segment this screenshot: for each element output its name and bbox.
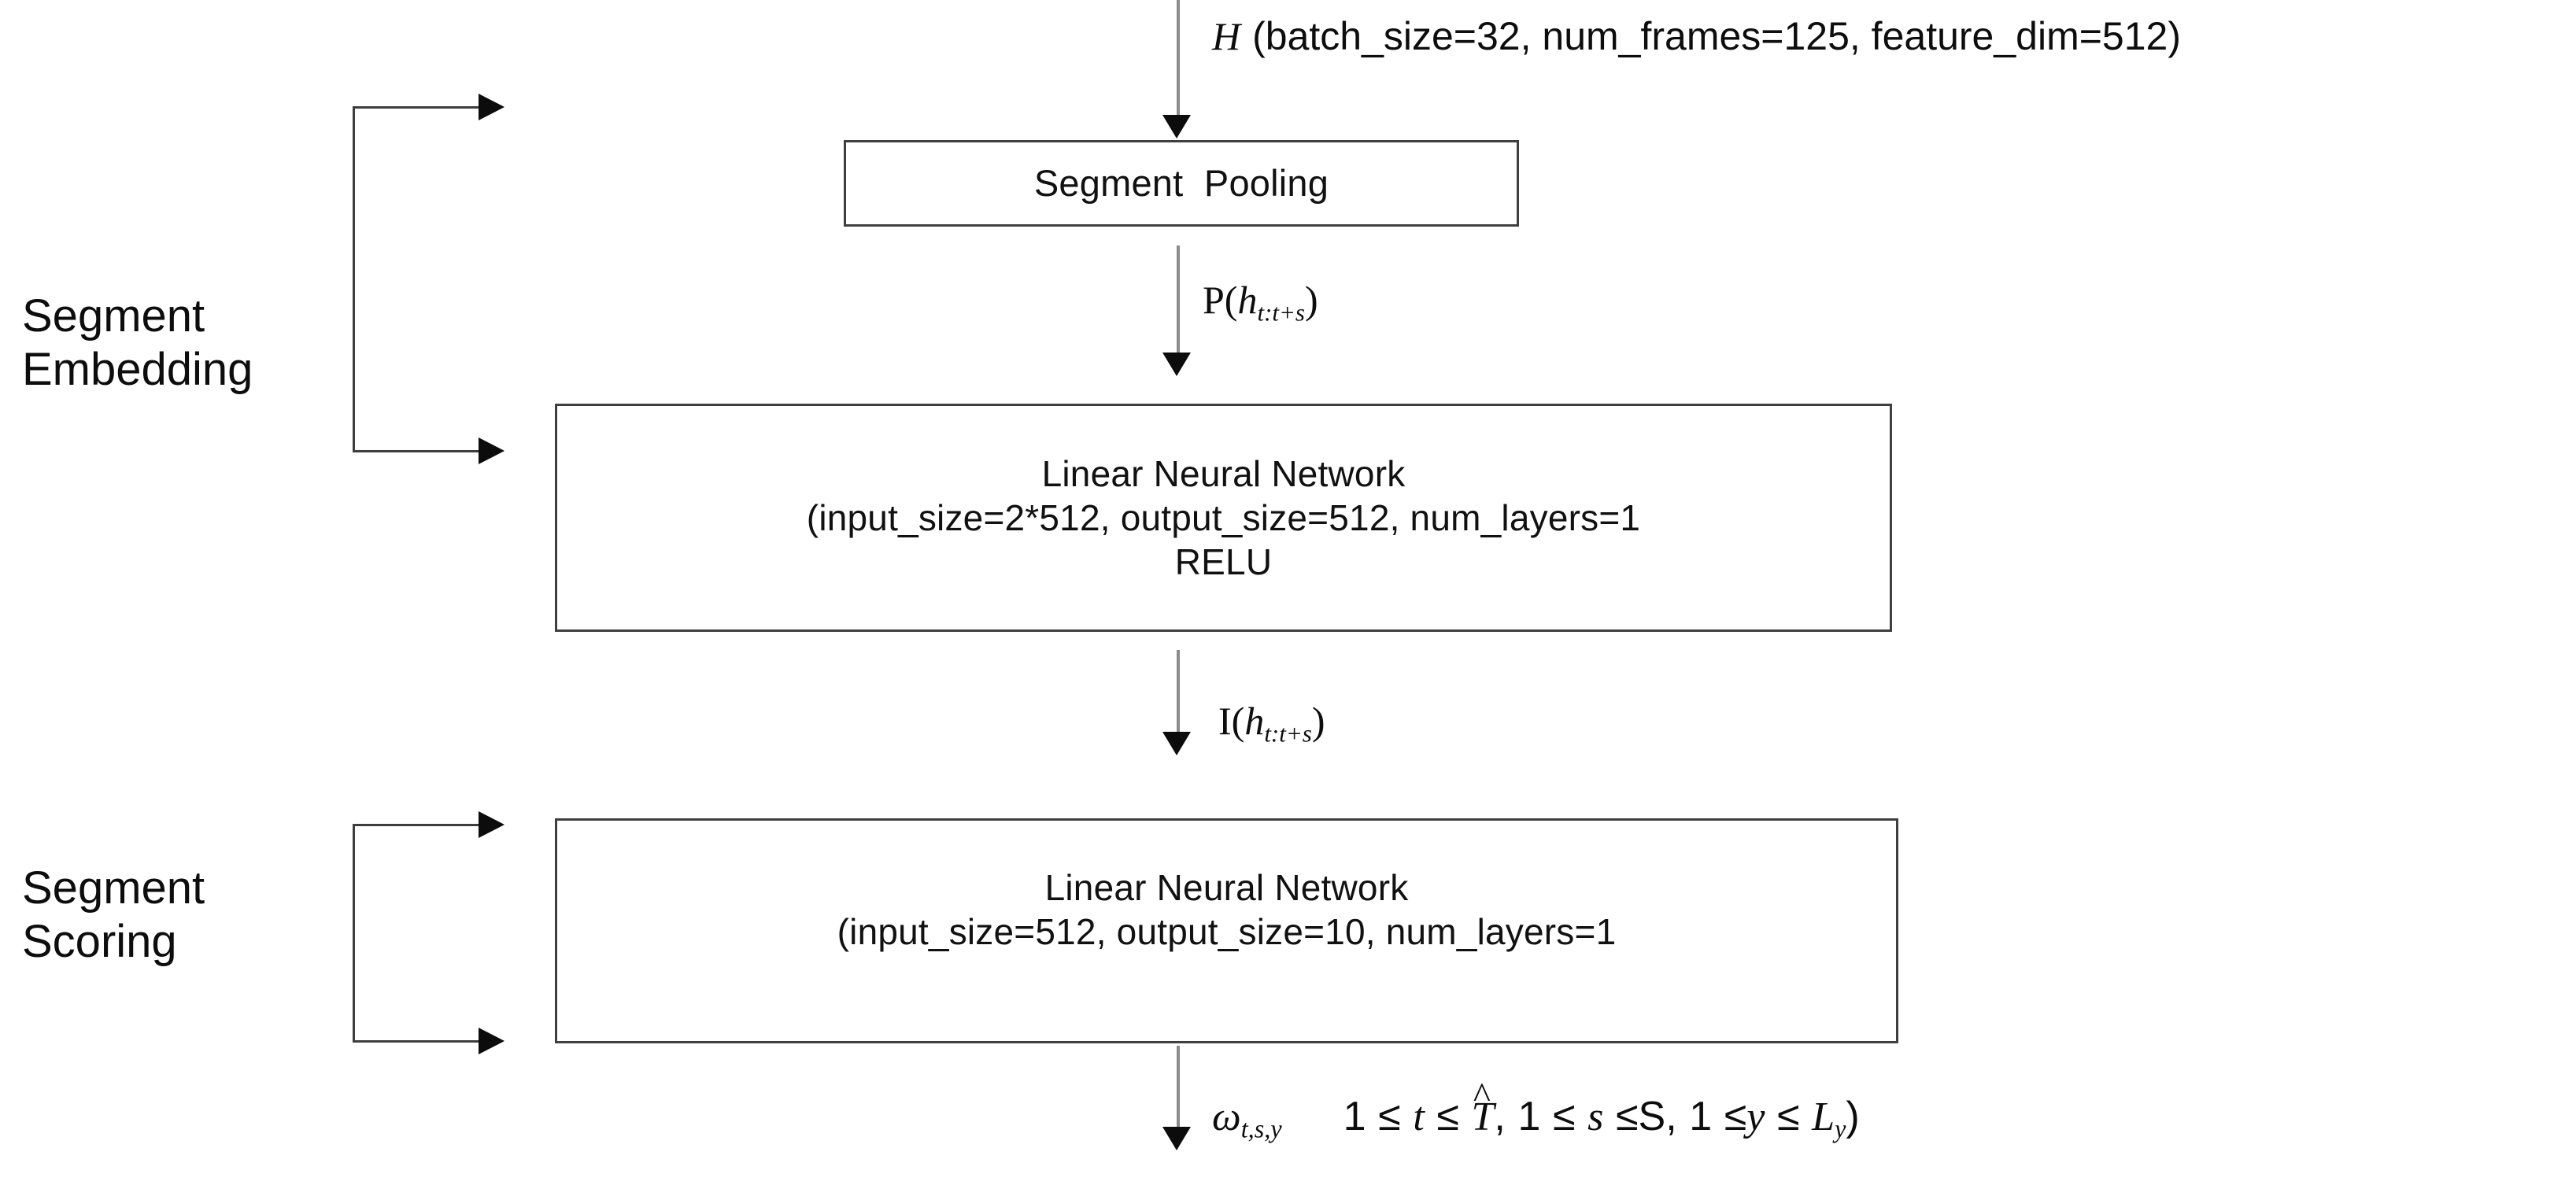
segment-embedding-bracket-vertical	[353, 106, 355, 452]
range-t-one: 1	[1343, 1094, 1366, 1139]
segment-embedding-group-label: Segment Embedding	[22, 290, 253, 397]
segment-embedding-label-line-2: Embedding	[22, 344, 253, 396]
range-y-close-paren: )	[1846, 1094, 1860, 1139]
segment-scoring-bracket-bottom-arm	[353, 1040, 482, 1043]
pooling-output-arrowhead-icon	[1162, 353, 1191, 376]
range-s-var: s	[1587, 1095, 1604, 1139]
lnn-score-params: (input_size=512, output_size=10, num_lay…	[837, 911, 1617, 952]
segment-scoring-bottom-arrowhead-icon	[479, 1028, 504, 1054]
pooling-output-prefix: P(	[1203, 278, 1238, 322]
embedding-output-prefix: I(	[1218, 699, 1245, 743]
omega-symbol: ω	[1212, 1095, 1241, 1139]
range-s-bound: S	[1638, 1094, 1666, 1139]
range-s-le-2: ≤	[1615, 1094, 1639, 1139]
embedding-output-connector-line	[1177, 650, 1180, 746]
segment-embedding-bracket-bottom-arm	[353, 450, 482, 452]
segment-embedding-bracket-top-arm	[353, 106, 482, 109]
scoring-output-label: ωt,s,y1≤t≤T,1≤s≤S,1≤y≤Ly)	[1212, 1095, 1860, 1143]
embedding-output-label: I(ht:t+s)	[1218, 700, 1325, 747]
pooling-output-label: P(ht:t+s)	[1203, 279, 1318, 326]
scoring-output-connector-line	[1177, 1046, 1180, 1140]
lnn-embed-params: (input_size=2*512, output_size=512, num_…	[806, 497, 1641, 538]
input-connector-line	[1177, 0, 1180, 115]
segment-embedding-bottom-arrowhead-icon	[479, 437, 504, 464]
range-t-le-1: ≤	[1378, 1094, 1401, 1139]
embedding-output-suffix: )	[1311, 699, 1325, 743]
embedding-output-var: h	[1244, 699, 1265, 743]
range-y-one: 1	[1689, 1094, 1713, 1139]
segment-scoring-bracket-vertical	[353, 824, 355, 1043]
pooling-output-connector-line	[1177, 245, 1180, 365]
segment-embedding-top-arrowhead-icon	[479, 94, 504, 120]
range-s-le-1: ≤	[1552, 1094, 1576, 1139]
segment-scoring-label-line-2: Scoring	[22, 916, 177, 968]
segment-scoring-group-label: Segment Scoring	[22, 862, 205, 969]
range-s-one: 1	[1517, 1094, 1541, 1139]
range-t-comma: ,	[1494, 1094, 1506, 1139]
segment-scoring-bracket-top-arm	[353, 824, 482, 826]
input-tensor-symbol: H	[1212, 14, 1241, 58]
lnn-score-title: Linear Neural Network	[1044, 866, 1409, 908]
segment-embedding-label-line-1: Segment	[22, 290, 205, 341]
segment-pooling-label: Segment Pooling	[1033, 162, 1329, 205]
lnn-embed-activation: RELU	[1174, 541, 1273, 583]
omega-subscript: t,s,y	[1240, 1114, 1282, 1143]
range-y-bound: L	[1812, 1095, 1835, 1139]
range-s-comma: ,	[1665, 1094, 1677, 1139]
embedding-output-subscript: t:t+s	[1264, 719, 1312, 748]
pooling-output-suffix: )	[1305, 278, 1318, 322]
pooling-output-subscript: t:t+s	[1257, 298, 1306, 327]
lnn-embed-title: Linear Neural Network	[1041, 452, 1406, 494]
scoring-output-arrowhead-icon	[1162, 1127, 1191, 1150]
range-y-var: y	[1746, 1095, 1765, 1139]
range-y-le-1: ≤	[1724, 1094, 1747, 1139]
input-tensor-params: (batch_size=32, num_frames=125, feature_…	[1252, 14, 2181, 58]
range-t-bound: T	[1472, 1095, 1495, 1139]
pooling-output-var: h	[1237, 278, 1258, 322]
input-tensor-label: H(batch_size=32, num_frames=125, feature…	[1212, 16, 2181, 57]
segment-pooling-box[interactable]: Segment Pooling	[844, 140, 1519, 227]
input-arrowhead-icon	[1162, 115, 1191, 138]
segment-scoring-label-line-1: Segment	[22, 862, 205, 914]
range-t-var: t	[1413, 1095, 1425, 1139]
embedding-output-arrowhead-icon	[1162, 732, 1191, 755]
range-t-le-2: ≤	[1436, 1094, 1459, 1139]
segment-scoring-top-arrowhead-icon	[479, 811, 504, 838]
range-y-bound-subscript: y	[1835, 1114, 1846, 1143]
linear-neural-network-embedding-box[interactable]: Linear Neural Network (input_size=2*512,…	[555, 404, 1892, 632]
range-y-le-2: ≤	[1777, 1094, 1800, 1139]
linear-neural-network-scoring-box[interactable]: Linear Neural Network (input_size=512, o…	[555, 818, 1898, 1043]
